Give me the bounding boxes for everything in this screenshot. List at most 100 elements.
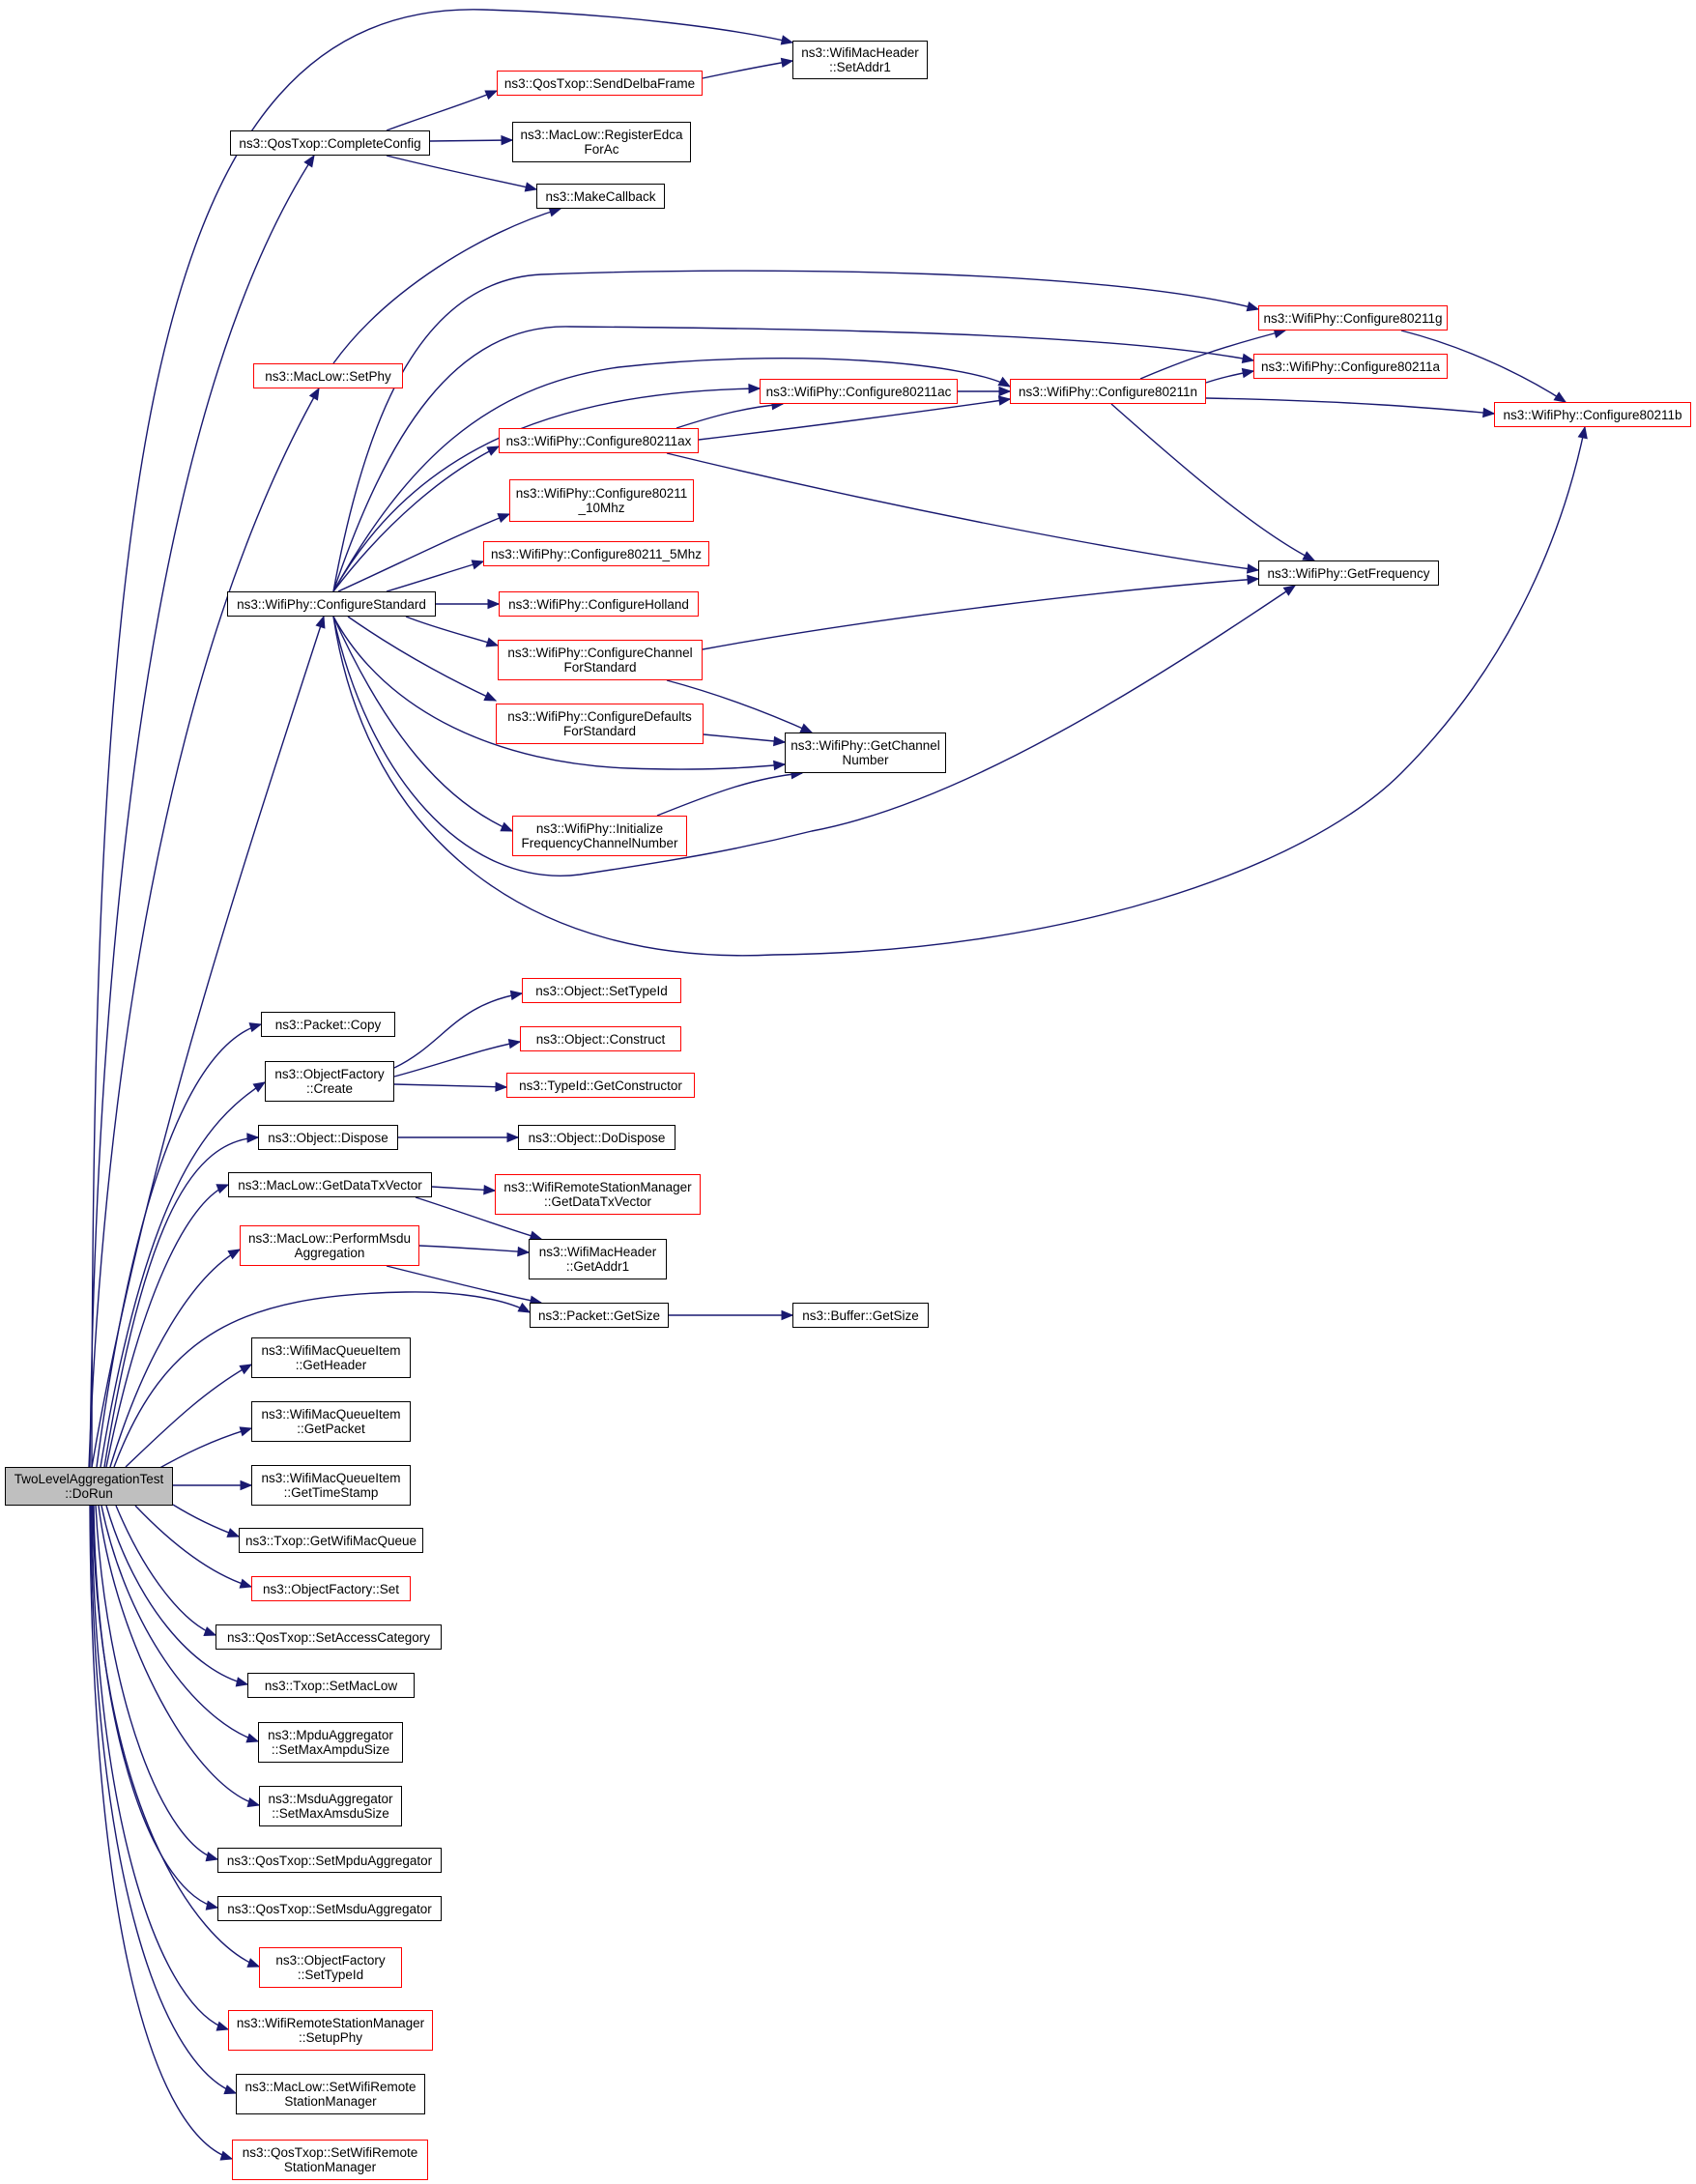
edge-root-to-packet-get-size: [113, 1291, 532, 1468]
wifi-phy-configure-80211ac-node[interactable]: ns3::WifiPhy::Configure80211ac: [760, 379, 958, 404]
txop-get-wifi-mac-queue-node[interactable]: ns3::Txop::GetWifiMacQueue: [239, 1528, 423, 1553]
node-label-line: ::DoRun: [65, 1486, 113, 1501]
two-level-aggregation-test-do-run-node[interactable]: TwoLevelAggregationTest::DoRun: [5, 1467, 173, 1506]
object-do-dispose-node[interactable]: ns3::Object::DoDispose: [518, 1125, 676, 1150]
packet-copy-node[interactable]: ns3::Packet::Copy: [261, 1012, 395, 1037]
qos-txop-complete-config-node[interactable]: ns3::QosTxop::CompleteConfig: [230, 130, 430, 156]
edge-configure-standard-to-defaults-for-standard: [347, 616, 498, 702]
packet-get-size-node[interactable]: ns3::Packet::GetSize: [530, 1303, 669, 1328]
node-label-line: ns3::MacLow::GetDataTxVector: [238, 1177, 422, 1193]
edge-root-to-object-factory-set-type-id: [92, 1505, 261, 1968]
msdu-aggregator-set-max-amsdu-size-node[interactable]: ns3::MsduAggregator::SetMaxAmsduSize: [259, 1786, 402, 1826]
type-id-get-constructor-node[interactable]: ns3::TypeId::GetConstructor: [506, 1073, 695, 1098]
wifi-mac-header-get-addr1-node[interactable]: ns3::WifiMacHeader::GetAddr1: [529, 1239, 667, 1279]
wifi-phy-get-frequency-node[interactable]: ns3::WifiPhy::GetFrequency: [1258, 560, 1439, 586]
node-label-line: ns3::Packet::GetSize: [537, 1308, 661, 1323]
node-label-line: ns3::MsduAggregator: [268, 1792, 393, 1806]
edge-channel-for-standard-to-get-frequency: [702, 574, 1260, 650]
qos-txop-set-msdu-aggregator-node[interactable]: ns3::QosTxop::SetMsduAggregator: [217, 1896, 442, 1921]
edge-root-to-get-wifi-mac-queue: [172, 1504, 241, 1537]
node-label-line: ns3::QosTxop::SetMpduAggregator: [226, 1853, 433, 1868]
node-label-line: ns3::TypeId::GetConstructor: [519, 1078, 682, 1093]
wifi-remote-station-manager-setup-phy-node[interactable]: ns3::WifiRemoteStationManager::SetupPhy: [228, 2010, 433, 2051]
node-label-line: ns3::Object::Dispose: [268, 1130, 388, 1145]
make-callback-node[interactable]: ns3::MakeCallback: [536, 184, 665, 209]
node-label-line: ns3::QosTxop::SetAccessCategory: [226, 1629, 431, 1645]
buffer-get-size-node[interactable]: ns3::Buffer::GetSize: [792, 1303, 929, 1328]
qos-txop-set-access-category-node[interactable]: ns3::QosTxop::SetAccessCategory: [216, 1624, 442, 1650]
object-factory-create-node[interactable]: ns3::ObjectFactory::Create: [265, 1061, 394, 1102]
wifi-phy-configure-80211g-node[interactable]: ns3::WifiPhy::Configure80211g: [1258, 305, 1448, 330]
object-set-type-id-node[interactable]: ns3::Object::SetTypeId: [522, 978, 681, 1003]
edge-root-to-object-factory-create: [100, 1081, 267, 1468]
edge-defaults-for-standard-to-get-channel-number: [703, 733, 787, 747]
wifi-phy-configure-80211a-node[interactable]: ns3::WifiPhy::Configure80211a: [1253, 354, 1448, 379]
wifi-phy-configure-80211b-node[interactable]: ns3::WifiPhy::Configure80211b: [1494, 402, 1691, 427]
edge-root-to-setup-phy: [91, 1505, 230, 2031]
node-label-line: ns3::QosTxop::SetWifiRemote: [242, 2145, 418, 2160]
wifi-mac-queue-item-get-header-node[interactable]: ns3::WifiMacQueueItem::GetHeader: [251, 1337, 411, 1378]
node-label-line: ::SetupPhy: [298, 2030, 363, 2045]
node-label-line: ns3::Txop::GetWifiMacQueue: [244, 1533, 417, 1548]
wifi-remote-station-manager-get-data-tx-vector-node[interactable]: ns3::WifiRemoteStationManager::GetDataTx…: [495, 1174, 701, 1215]
edge-configure-standard-to-initialize-frequency: [332, 616, 514, 832]
node-label-line: ForStandard: [562, 724, 637, 738]
node-label-line: ns3::WifiPhy::Initialize: [535, 821, 664, 836]
node-label-line: StationManager: [283, 2160, 377, 2174]
mac-low-set-phy-node[interactable]: ns3::MacLow::SetPhy: [253, 363, 403, 388]
edge-object-factory-create-to-set-type-id: [393, 990, 524, 1069]
qos-txop-set-mpdu-aggregator-node[interactable]: ns3::QosTxop::SetMpduAggregator: [217, 1848, 442, 1873]
wifi-phy-configure-80211ax-node[interactable]: ns3::WifiPhy::Configure80211ax: [499, 428, 699, 453]
node-label-line: ns3::WifiRemoteStationManager: [503, 1180, 692, 1194]
mpdu-aggregator-set-max-ampdu-size-node[interactable]: ns3::MpduAggregator::SetMaxAmpduSize: [258, 1722, 403, 1763]
edge-complete-config-to-register-edca: [429, 134, 514, 146]
edge-root-to-perform-msdu-aggregation: [109, 1249, 242, 1468]
edge-root-to-queue-item-get-header: [125, 1364, 253, 1468]
object-dispose-node[interactable]: ns3::Object::Dispose: [258, 1125, 398, 1150]
node-label-line: ::SetAddr1: [829, 60, 891, 74]
node-label-line: ::GetTimeStamp: [283, 1485, 379, 1500]
wifi-mac-queue-item-get-time-stamp-node[interactable]: ns3::WifiMacQueueItem::GetTimeStamp: [251, 1465, 411, 1506]
edge-configure-standard-to-80211b: [332, 425, 1588, 957]
object-construct-node[interactable]: ns3::Object::Construct: [520, 1026, 681, 1051]
edge-get-data-tx-vector-to-remote-get-data-tx-vector: [431, 1185, 497, 1195]
mac-low-get-data-tx-vector-node[interactable]: ns3::MacLow::GetDataTxVector: [228, 1172, 432, 1197]
node-label-line: ns3::MacLow::SetPhy: [265, 368, 391, 384]
edge-dispose-to-do-dispose: [398, 1132, 520, 1143]
object-factory-set-type-id-node[interactable]: ns3::ObjectFactory::SetTypeId: [259, 1947, 402, 1988]
node-label-line: _10Mhz: [578, 501, 625, 515]
wifi-phy-configure-holland-node[interactable]: ns3::WifiPhy::ConfigureHolland: [499, 591, 699, 617]
edge-root-to-qos-txop-set-remote-station-manager: [89, 1505, 234, 2161]
object-factory-set-node[interactable]: ns3::ObjectFactory::Set: [251, 1576, 411, 1601]
wifi-phy-configure-standard-node[interactable]: ns3::WifiPhy::ConfigureStandard: [227, 591, 436, 617]
node-label-line: ns3::QosTxop::SendDelbaFrame: [503, 75, 696, 91]
wifi-mac-queue-item-get-packet-node[interactable]: ns3::WifiMacQueueItem::GetPacket: [251, 1401, 411, 1442]
edge-configure-standard-to-80211ac: [332, 383, 762, 592]
edge-80211ax-to-80211ac: [676, 399, 785, 429]
node-label-line: Aggregation: [294, 1246, 365, 1260]
edge-configure-standard-to-get-channel-number: [332, 616, 787, 771]
wifi-mac-header-set-addr1-node[interactable]: ns3::WifiMacHeader::SetAddr1: [792, 41, 928, 79]
node-label-line: ns3::WifiPhy::Configure80211_5Mhz: [490, 546, 703, 561]
txop-set-mac-low-node[interactable]: ns3::Txop::SetMacLow: [247, 1673, 415, 1698]
qos-txop-send-delba-frame-node[interactable]: ns3::QosTxop::SendDelbaFrame: [497, 71, 703, 96]
wifi-phy-configure-80211-10mhz-node[interactable]: ns3::WifiPhy::Configure80211_10Mhz: [509, 479, 694, 522]
edge-configure-standard-to-get-frequency: [332, 585, 1297, 876]
node-label-line: ns3::Packet::Copy: [274, 1017, 382, 1032]
edge-packet-get-size-to-buffer-get-size: [669, 1309, 794, 1321]
node-label-line: ns3::WifiPhy::Configure80211g: [1263, 310, 1443, 326]
edge-perform-msdu-aggregation-to-packet-get-size: [386, 1265, 543, 1306]
node-label-line: ns3::WifiPhy::ConfigureHolland: [508, 596, 689, 612]
node-label-line: ns3::WifiPhy::Configure80211n: [1018, 384, 1198, 399]
wifi-phy-configure-80211n-node[interactable]: ns3::WifiPhy::Configure80211n: [1010, 379, 1206, 404]
edge-root-to-set-mpdu-aggregator: [95, 1505, 219, 1862]
wifi-phy-configure-80211-5mhz-node[interactable]: ns3::WifiPhy::Configure80211_5Mhz: [483, 541, 709, 566]
